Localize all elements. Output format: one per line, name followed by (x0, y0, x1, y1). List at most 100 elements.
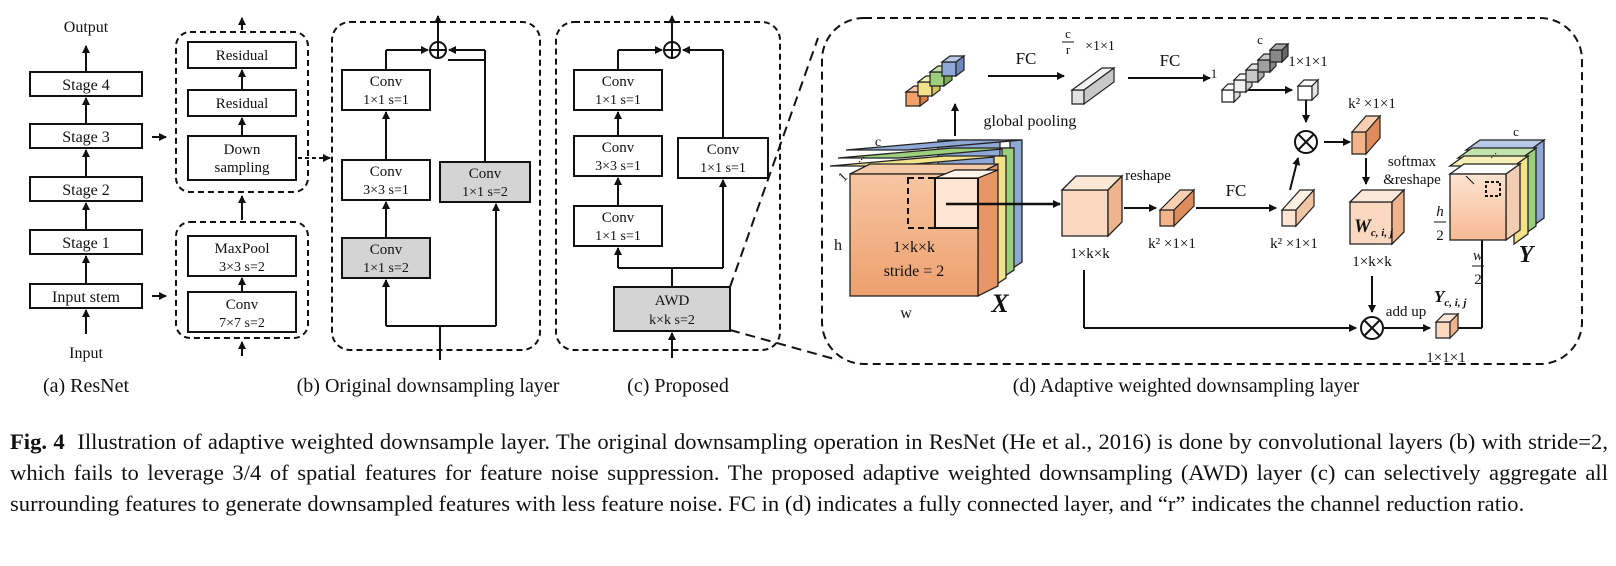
output-value-cube (1434, 312, 1460, 340)
multiply-node-bottom (1360, 316, 1384, 340)
conv7-label: Conv (226, 297, 259, 313)
caption-label: Fig. 4 (10, 429, 65, 454)
weight-cube (1348, 188, 1406, 246)
b-conv-b-label: Conv (370, 164, 403, 180)
k2-vector-mid-2 (1280, 188, 1316, 228)
expanded-c: c (1257, 32, 1263, 47)
k2-mid-2-label: k² ×1×1 (1270, 236, 1318, 252)
down-sampling-box (187, 135, 297, 181)
y-w-den: 2 (1474, 272, 1482, 288)
stage4-label: Stage 4 (62, 77, 110, 94)
y-channel-c: c (1513, 124, 1519, 139)
x-stride-label: stride = 2 (884, 263, 945, 280)
patch-cube-label: 1×k×k (1070, 246, 1110, 262)
conv7-params: 7×7 s=2 (219, 316, 265, 331)
panel-b (331, 15, 541, 360)
panel-c-sublabel: (c) Proposed (627, 375, 729, 397)
x-h-label: h (834, 237, 842, 254)
residual-label-2: Residual (216, 96, 269, 112)
stage3-label: Stage 3 (62, 129, 110, 146)
maxpool-box (187, 235, 297, 277)
reshape-label: reshape (1125, 168, 1171, 184)
x-w-label: w (900, 305, 912, 322)
zoom-line-bottom (729, 329, 839, 361)
stage1-box (29, 229, 143, 255)
b-conv-a-label: Conv (370, 74, 403, 90)
upper-dashed-group (175, 31, 309, 193)
b-conv-d-label: Conv (469, 166, 502, 182)
b-conv-a-params: 1×1 s=1 (363, 93, 409, 108)
input-label: Input (69, 345, 103, 362)
softmax-label: softmax (1388, 154, 1437, 170)
k2-vector-mid-1 (1158, 188, 1196, 228)
tensor-y (1447, 138, 1547, 246)
expanded-vector (1220, 42, 1290, 104)
b-conv-b-params: 3×3 s=1 (363, 183, 409, 198)
x-tensor-name: X (990, 289, 1009, 318)
c-awd-box (613, 286, 731, 332)
stage2-label: Stage 2 (62, 182, 110, 199)
addup-label: add up (1386, 304, 1426, 320)
x-channel-c: c (875, 135, 881, 150)
residual-label-1: Residual (216, 48, 269, 64)
panel-a-sublabel: (a) ResNet (43, 375, 130, 397)
c-conv-d-params: 1×1 s=1 (700, 161, 746, 176)
scalar-top-label: 1×1×1 (1288, 54, 1327, 70)
zoom-line-top (729, 37, 819, 288)
ycij-symbol: Yc, i, j (1434, 287, 1467, 309)
maxpool-params: 3×3 s=2 (219, 260, 265, 275)
c-conv-b-params: 3×3 s=1 (595, 159, 641, 174)
output-label: Output (64, 19, 109, 36)
b-conv-c-params: 1×1 s=2 (363, 261, 409, 276)
panel-d-sublabel: (d) Adaptive weighted downsampling layer (1013, 375, 1360, 397)
awd-params: k×k s=2 (649, 313, 695, 328)
multiply-node-top (1294, 130, 1318, 154)
conv7-box (187, 291, 297, 333)
stage1-label: Stage 1 (62, 235, 110, 252)
panel-b-sublabel: (b) Original downsampling layer (297, 375, 560, 397)
y-h-num: h (1436, 204, 1444, 220)
figure-caption: Fig. 4 Illustration of adaptive weighted… (10, 426, 1608, 519)
input-stem-label: Input stem (52, 289, 121, 306)
stack-detail (175, 17, 331, 356)
c-over-r-num: c (1065, 26, 1071, 41)
x-highlight (907, 103, 1061, 229)
b-conv-1x1-s1 (341, 69, 431, 111)
c-conv-d-label: Conv (707, 142, 740, 158)
scalar-top (1296, 78, 1320, 102)
caption-text: Illustration of adaptive weighted downsa… (10, 429, 1608, 516)
stage3-box (29, 123, 143, 149)
panel-d-dashed-frame (821, 17, 1583, 365)
maxpool-label: MaxPool (214, 241, 269, 257)
weight-cube-label: 1×k×k (1352, 254, 1392, 270)
fc-label-1: FC (1016, 49, 1037, 68)
c-conv-shortcut (677, 137, 769, 179)
expanded-1: 1 (1211, 66, 1218, 81)
fc-label-2: FC (1160, 51, 1181, 70)
pooled-vector (904, 54, 966, 108)
y-target-cell (1485, 181, 1501, 197)
y-front-face (1449, 173, 1507, 241)
y-tensor-name: Y (1519, 242, 1536, 268)
k2-top-label: k² ×1×1 (1348, 96, 1396, 112)
global-pooling-label: global pooling (984, 113, 1077, 130)
residual-box-1 (187, 41, 297, 69)
k2-vector-top (1350, 114, 1382, 156)
y-channel-tick (1465, 175, 1475, 185)
c-over-r-rest: ×1×1 (1085, 39, 1115, 54)
awd-label: AWD (655, 293, 690, 309)
x-channel-1: 1 (836, 170, 852, 186)
k2-mid-1-label: k² ×1×1 (1148, 236, 1196, 252)
y-h-den: 2 (1436, 228, 1444, 244)
c-conv-a-label: Conv (602, 74, 635, 90)
scalar-bottom-label: 1×1×1 (1426, 350, 1465, 366)
c-conv-a-params: 1×1 s=1 (595, 93, 641, 108)
c-over-r-den: r (1066, 42, 1071, 57)
b-conv-c-label: Conv (370, 242, 403, 258)
x-kxk-label: 1×k×k (893, 239, 935, 256)
c-conv-b-label: Conv (602, 140, 635, 156)
fc-chain-top (988, 72, 1370, 185)
c-conv-c-params: 1×1 s=1 (595, 229, 641, 244)
panel-a (29, 45, 167, 334)
residual-box-2 (187, 89, 297, 117)
